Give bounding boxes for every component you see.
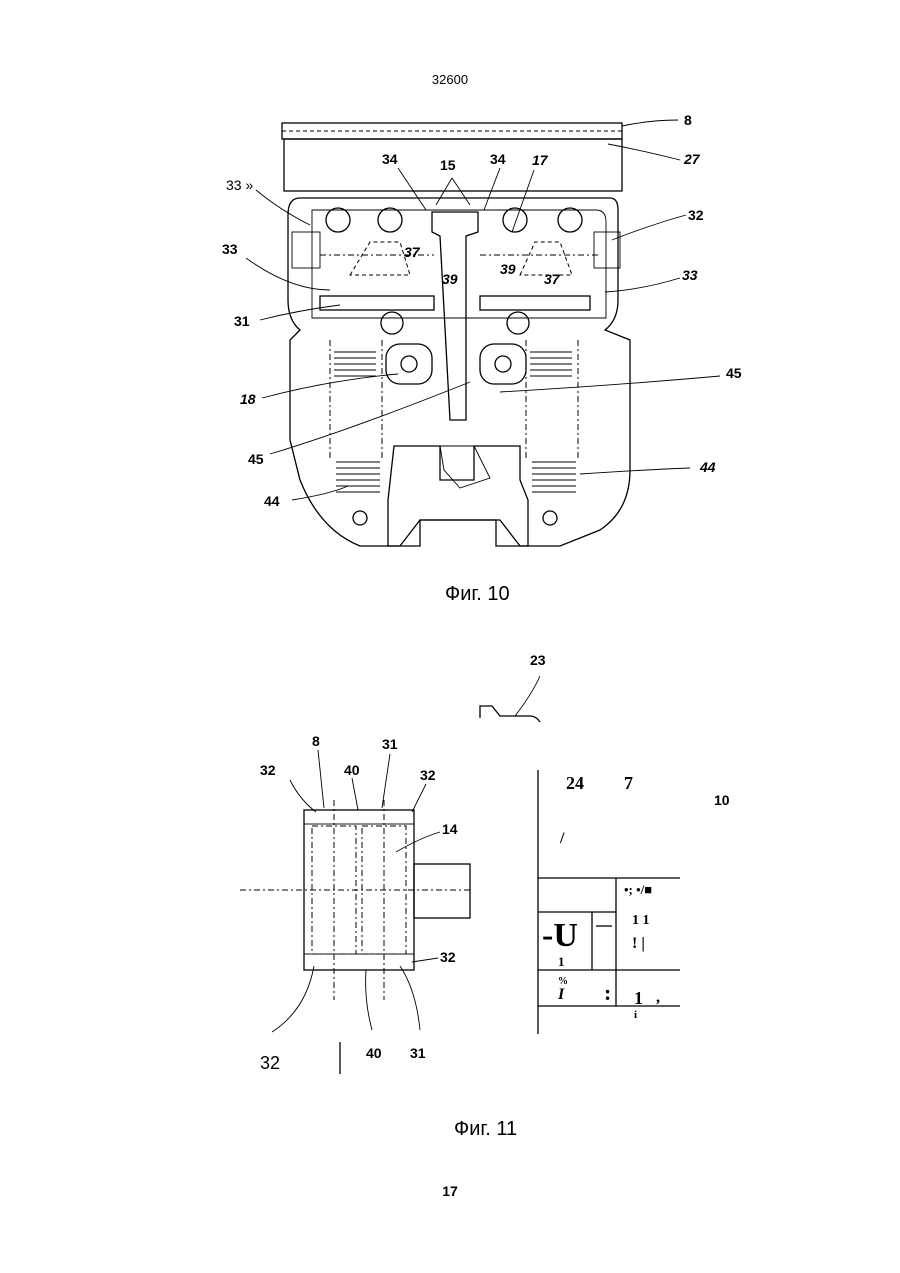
leader <box>382 754 390 808</box>
figure-11-caption: Фиг. 11 <box>454 1118 517 1141</box>
label-32: 32 <box>440 949 456 965</box>
noise-i: I <box>557 986 565 1003</box>
leader <box>400 966 420 1030</box>
page-number: 17 <box>0 1183 900 1199</box>
noise-ones: 1 1 <box>632 913 650 928</box>
label-31: 31 <box>382 736 398 752</box>
leader <box>366 970 372 1030</box>
leader <box>412 784 426 812</box>
label-14: 14 <box>442 821 458 837</box>
leader <box>272 966 314 1032</box>
label-40: 40 <box>344 762 360 778</box>
noise-one: 1 <box>558 954 565 969</box>
label-32: 32 <box>260 1053 280 1073</box>
leader <box>515 676 540 716</box>
noise-one-big: 1 <box>634 988 643 1008</box>
bottom-cap <box>304 954 414 970</box>
shaft-stub <box>414 864 470 918</box>
noise-colon: : <box>604 980 611 1005</box>
noise-comma: , <box>656 989 660 1006</box>
label-24: 24 <box>566 773 584 793</box>
leader <box>318 750 324 808</box>
label-32: 32 <box>420 767 436 783</box>
label-7: 7 <box>624 773 633 793</box>
noise-u: -U <box>542 917 578 954</box>
label-40: 40 <box>366 1045 382 1061</box>
leader <box>290 780 316 812</box>
noise-glyphs: •; •/■ <box>624 882 652 897</box>
label-23: 23 <box>530 652 546 668</box>
top-cap <box>304 810 414 824</box>
label-32: 32 <box>260 762 276 778</box>
leader <box>412 958 438 962</box>
outline-23 <box>480 706 540 722</box>
leader <box>352 778 358 810</box>
noise-bars: ! | <box>632 935 645 952</box>
noise-i-small: i <box>634 1009 637 1021</box>
label-31: 31 <box>410 1045 426 1061</box>
label-10: 10 <box>714 792 730 808</box>
noise-slash: / <box>559 830 565 847</box>
label-8: 8 <box>312 733 320 749</box>
leader <box>396 832 440 852</box>
